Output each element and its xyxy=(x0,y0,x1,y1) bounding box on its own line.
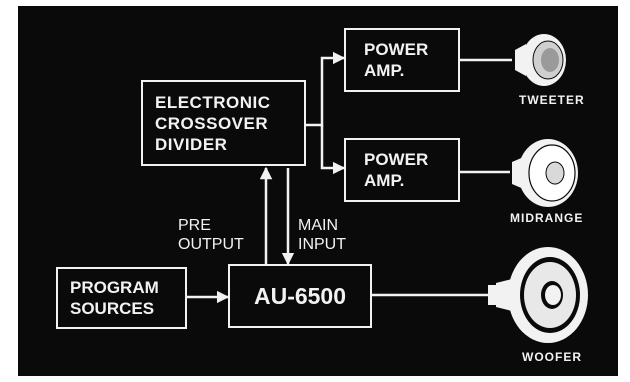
power-amp-top-box: POWER AMP. xyxy=(344,28,460,92)
power-amp-mid-box: POWER AMP. xyxy=(344,138,460,202)
crossover-line-2: CROSSOVER xyxy=(155,113,269,133)
pre-output-line-2: OUTPUT xyxy=(178,236,244,253)
woofer-label: WOOFER xyxy=(522,350,582,364)
crossover-line-1: ELECTRONIC xyxy=(155,92,271,112)
main-input-line-1: MAIN xyxy=(298,217,338,234)
crossover-line-3: DIVIDER xyxy=(155,134,228,154)
midrange-label: MIDRANGE xyxy=(510,211,584,225)
woofer-speaker-icon xyxy=(488,247,588,343)
wire-crossover-to-amp-mid xyxy=(320,125,346,175)
main-input-label: MAIN INPUT xyxy=(298,216,346,254)
main-input-line-2: INPUT xyxy=(298,236,346,253)
au6500-box: AU-6500 xyxy=(228,264,372,328)
power-amp-mid-line-1: POWER xyxy=(364,150,429,169)
program-sources-box: PROGRAM SOURCES xyxy=(56,267,187,329)
pre-output-label: PRE OUTPUT xyxy=(178,216,244,254)
au6500-label: AU-6500 xyxy=(253,283,347,309)
power-amp-top-line-2: AMP. xyxy=(364,61,405,80)
program-sources-line-1: PROGRAM xyxy=(70,278,159,297)
power-amp-top-line-1: POWER xyxy=(364,40,429,59)
power-amp-mid-line-2: AMP. xyxy=(364,171,405,190)
crossover-divider-box: ELECTRONIC CROSSOVER DIVIDER xyxy=(141,80,306,166)
tweeter-label: TWEETER xyxy=(519,93,585,107)
midrange-speaker-icon xyxy=(512,139,578,207)
pre-output-line-1: PRE xyxy=(178,217,211,234)
wire-crossover-to-amp-top xyxy=(306,51,346,127)
program-sources-line-2: SOURCES xyxy=(70,299,155,318)
tweeter-speaker-icon xyxy=(515,34,566,86)
